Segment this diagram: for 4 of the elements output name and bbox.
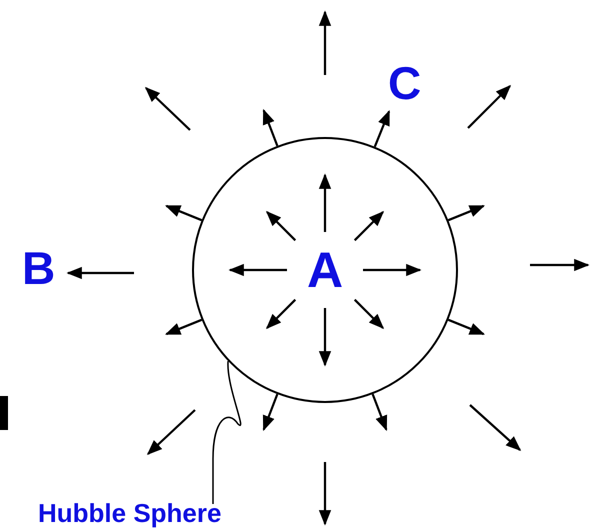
caption-text: Hubble Sphere [38, 500, 222, 526]
point-label: C [388, 60, 422, 106]
point-label: B [22, 245, 56, 291]
leader-line [212, 361, 242, 504]
